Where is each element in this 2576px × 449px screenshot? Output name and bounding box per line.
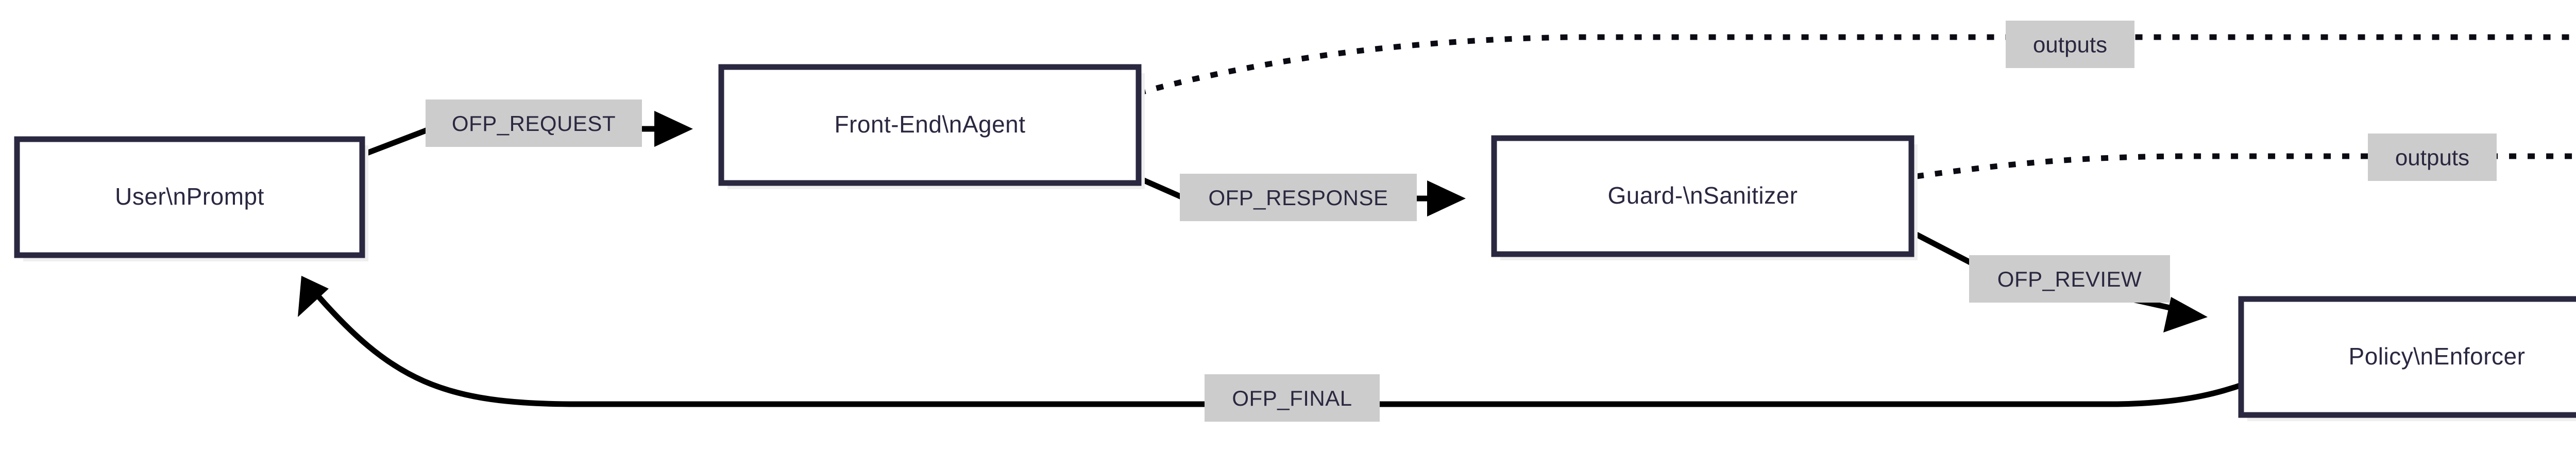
edge-label-ofp-response-bg	[1180, 174, 1417, 221]
edge-label-ofp-request: OFP_REQUEST	[426, 99, 642, 147]
edge-label-ofp-final-bg	[1205, 374, 1380, 422]
node-policy-enforcer[interactable]: Policy\nEnforcer	[2238, 296, 2576, 421]
edge-policy-to-user	[298, 276, 2268, 407]
edge-label-outputs-guard-text: outputs	[2395, 145, 2469, 171]
node-user-prompt-box[interactable]	[14, 136, 365, 258]
node-frontend-agent-label: Front-End\nAgent	[834, 111, 1025, 138]
edge-label-outputs-guard-bg	[2368, 134, 2497, 181]
node-guard-sanitizer-label: Guard-\nSanitizer	[1608, 182, 1798, 209]
edge-user-to-frontend-arrowhead	[654, 111, 693, 147]
edge-label-ofp-review-text: OFP_REVIEW	[1997, 267, 2142, 291]
node-guard-sanitizer-box[interactable]	[1491, 135, 1914, 257]
edge-guard-to-policy-arrowhead	[2163, 297, 2208, 332]
node-frontend-agent-box[interactable]	[718, 64, 1142, 186]
edge-frontend-to-kpi	[1120, 34, 2576, 101]
node-policy-enforcer-label: Policy\nEnforcer	[2349, 343, 2526, 370]
edge-label-ofp-review-bg	[1969, 255, 2170, 303]
edge-policy-to-user-arrowhead	[298, 276, 329, 317]
node-user-prompt-label: User\nPrompt	[115, 183, 264, 210]
edge-label-outputs-frontend-bg	[2006, 21, 2134, 68]
edge-label-outputs-guard: outputs	[2368, 134, 2497, 181]
edge-label-outputs-frontend: outputs	[2006, 21, 2134, 68]
edge-label-ofp-review: OFP_REVIEW	[1969, 255, 2170, 303]
edge-policy-to-user-path	[309, 287, 2268, 407]
edge-frontend-to-guard-arrowhead	[1427, 180, 1466, 217]
node-user-prompt[interactable]: User\nPrompt	[14, 136, 368, 261]
edge-label-ofp-final-text: OFP_FINAL	[1232, 386, 1352, 410]
edge-label-ofp-response: OFP_RESPONSE	[1180, 174, 1417, 221]
edge-label-ofp-request-text: OFP_REQUEST	[452, 111, 616, 136]
edge-label-outputs-frontend-text: outputs	[2033, 32, 2107, 58]
node-frontend-agent[interactable]: Front-End\nAgent	[718, 64, 1145, 189]
node-guard-sanitizer[interactable]: Guard-\nSanitizer	[1491, 135, 1918, 260]
edge-frontend-to-kpi-path	[1120, 34, 2576, 101]
edge-label-ofp-final: OFP_FINAL	[1205, 374, 1380, 422]
edge-label-ofp-response-text: OFP_RESPONSE	[1208, 186, 1388, 210]
edge-label-ofp-request-bg	[426, 99, 642, 147]
node-policy-enforcer-box[interactable]	[2238, 296, 2576, 418]
